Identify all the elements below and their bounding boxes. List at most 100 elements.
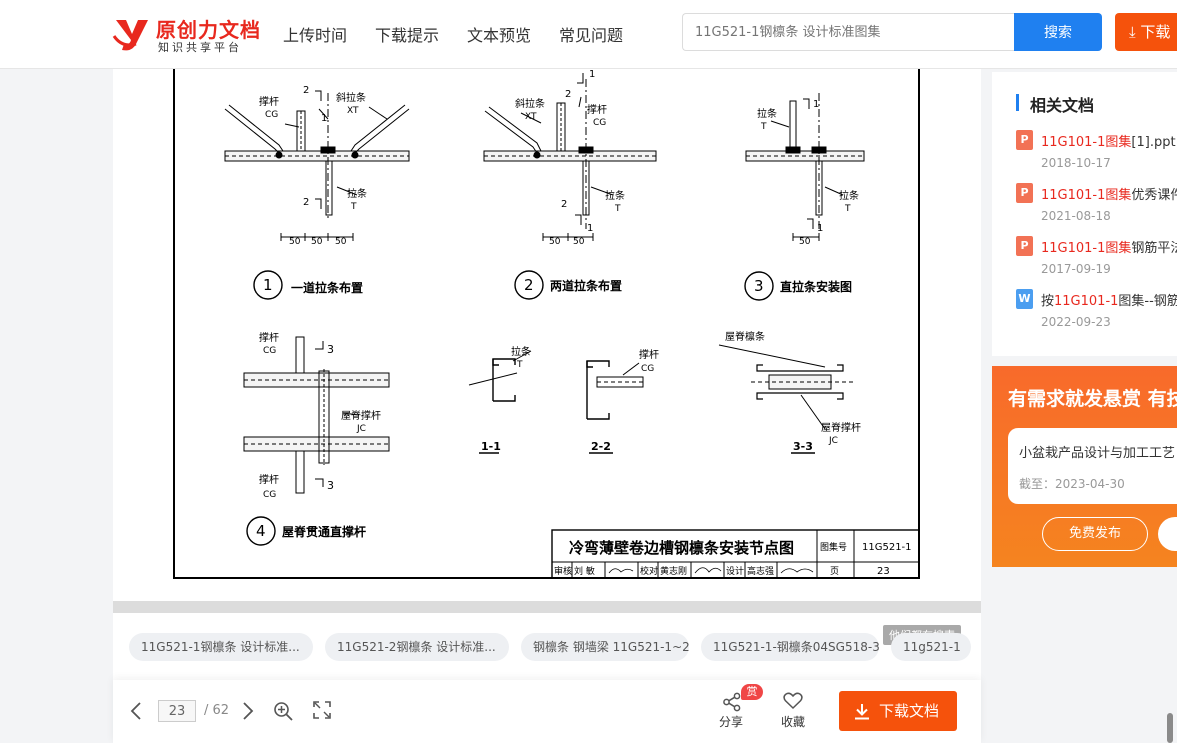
title-block-title: 冷弯薄壁卷边槽钢檩条安装节点图: [569, 539, 794, 557]
fig2-mark2-top: 2: [565, 89, 571, 100]
fig1-diag-code: XT: [347, 106, 359, 116]
nav-upload-time[interactable]: 上传时间: [283, 26, 348, 45]
fig1-tie-code: T: [350, 202, 357, 212]
fig2-mark2-bottom: 2: [561, 199, 567, 210]
ppt-file-icon: P: [1016, 183, 1033, 203]
fig2-brace-code: CG: [593, 118, 606, 128]
related-item-title[interactable]: 11G101-1图集钢筋平法: [1041, 237, 1177, 256]
download-icon: [855, 704, 869, 720]
site-logo[interactable]: 原创力文档 知识共享平台: [112, 12, 260, 56]
related-item-title[interactable]: 11G101-1图集[1].ppt: [1041, 131, 1176, 150]
related-item-date: 2017-09-19: [1041, 262, 1111, 276]
fig2-dim-a: 50: [549, 237, 561, 247]
page-divider: [113, 601, 981, 613]
fig1-tie-label: 拉条: [347, 187, 367, 200]
download-document-button[interactable]: 下载文档: [839, 691, 957, 731]
tag-item[interactable]: 11G521-1钢檩条 设计标准...: [129, 633, 313, 661]
fig1-detail: [224, 90, 410, 300]
fig1-dim-b: 50: [311, 237, 323, 247]
atlas-number-label: 图集号: [820, 541, 847, 553]
nav-text-preview[interactable]: 文本预览: [467, 26, 532, 45]
reader-toolbar: / 62 赏 分享 收藏 下载文档: [113, 680, 981, 743]
reward-badge: 赏: [741, 684, 763, 700]
fig3-mark1-top: 1: [813, 99, 819, 110]
fig4-brace-label-bottom: 撑杆: [259, 473, 279, 486]
fig2-number: 2: [524, 276, 534, 294]
sec3-ridge-purlin-label: 屋脊檩条: [725, 330, 765, 343]
nav-faq[interactable]: 常见问题: [559, 26, 624, 45]
favorite-label[interactable]: 收藏: [781, 715, 806, 729]
zoom-in-icon[interactable]: [273, 701, 293, 721]
promo-secondary-button[interactable]: [1158, 517, 1177, 551]
fig3-tie-label-bottom: 拉条: [839, 189, 859, 202]
fig3-tie-code-bottom: T: [844, 204, 851, 214]
fig2-mark1-bottom: 1: [587, 223, 593, 234]
sec1-tie-code: T: [516, 360, 523, 370]
fig1-brace-label: 撑杆: [259, 95, 279, 108]
review-label: 审核: [554, 565, 572, 577]
word-file-icon: W: [1016, 289, 1033, 309]
header-download-button[interactable]: ⤓ 下载: [1115, 13, 1177, 51]
fig1-dim-a: 50: [289, 237, 301, 247]
download-icon: ⤓: [1129, 23, 1136, 41]
tag-item[interactable]: 11G521-1-钢檩条04SG518-3: [701, 633, 879, 661]
atlas-number: 11G521-1: [862, 542, 912, 553]
design-label: 设计: [726, 565, 744, 577]
ppt-file-icon: P: [1016, 130, 1033, 150]
main-nav: 上传时间 下载提示 文本预览 常见问题: [283, 22, 623, 46]
fig4-brace-label-top: 撑杆: [259, 331, 279, 344]
related-item-title[interactable]: 按11G101-1图集--钢筋: [1041, 290, 1177, 309]
share-label[interactable]: 分享: [719, 715, 744, 729]
promo-title: 有需求就发悬赏 有技能: [1008, 388, 1177, 410]
section-3-3-label: 3-3: [793, 440, 813, 453]
fig4-ridge-brace-label: 屋脊撑杆: [341, 409, 381, 422]
related-item-title[interactable]: 11G101-1图集优秀课件: [1041, 184, 1177, 203]
fig4-detail: [243, 336, 390, 546]
fig1-diag-label: 斜拉条: [336, 91, 366, 104]
tag-item[interactable]: 11g521-1: [891, 633, 971, 661]
promo-card-date: 截至：2023-04-30: [1019, 477, 1125, 491]
page-scrollbar[interactable]: [1167, 713, 1173, 743]
tag-item[interactable]: 11G521-2钢檩条 设计标准...: [325, 633, 509, 661]
fig3-title: 直拉条安装图: [780, 279, 852, 294]
section-details: [468, 344, 853, 454]
page-number-input[interactable]: [158, 700, 196, 722]
fig2-tie-code: T: [614, 204, 621, 214]
fullscreen-icon[interactable]: [313, 701, 331, 719]
search-button[interactable]: 搜索: [1014, 13, 1102, 51]
favorite-heart-icon[interactable]: [783, 692, 803, 710]
fig3-tie-label-top: 拉条: [757, 107, 777, 120]
prev-page-icon[interactable]: [130, 701, 142, 721]
fig4-ridge-brace-code: JC: [356, 424, 366, 434]
check-name: 黄志刚: [660, 565, 687, 577]
nav-download-tips[interactable]: 下载提示: [375, 26, 440, 45]
search-input[interactable]: [682, 13, 1014, 51]
document-page: 撑杆 CG 斜拉条 XT 拉条 T 2 2 1 50 50 50 1 一道拉条布…: [113, 69, 981, 601]
fig2-tie-label: 拉条: [605, 189, 625, 202]
tag-item[interactable]: 钢檩条 钢墙梁 11G521-1~2: [521, 633, 689, 661]
total-pages: / 62: [204, 703, 230, 718]
logo-title: 原创力文档: [156, 18, 261, 42]
section-1-1-label: 1-1: [481, 440, 501, 453]
fig2-diag-code: XT: [525, 112, 537, 122]
bounty-promo-banner: 有需求就发悬赏 有技能 小盆栽产品设计与加工工艺 截至：2023-04-30 免…: [992, 366, 1177, 567]
download-document-label: 下载文档: [879, 702, 940, 720]
fig4-title: 屋脊贯通直撑杆: [282, 524, 366, 539]
fig1-mark2-top: 2: [303, 85, 309, 96]
related-item-rest: 钢筋平法: [1131, 241, 1177, 256]
check-label: 校对: [640, 565, 658, 577]
fig2-mark1-top: 1: [589, 69, 595, 80]
promo-card[interactable]: 小盆栽产品设计与加工工艺 截至：2023-04-30: [1008, 428, 1177, 504]
fig1-mark1: 1: [321, 113, 327, 124]
fig4-mark3-top: 3: [327, 343, 334, 356]
free-publish-button[interactable]: 免费发布: [1042, 517, 1148, 551]
share-icon[interactable]: [722, 692, 742, 712]
fig4-mark3-bottom: 3: [327, 479, 334, 492]
next-page-icon[interactable]: [242, 701, 254, 721]
fig3-number: 3: [754, 277, 764, 295]
related-item-highlight: 11G101-1: [1054, 294, 1119, 309]
fig3-tie-code-top: T: [760, 122, 767, 132]
fig4-number: 4: [256, 522, 266, 540]
related-item-rest: 优秀课件: [1131, 188, 1177, 203]
related-item-highlight: 11G101-1图集: [1041, 188, 1132, 203]
